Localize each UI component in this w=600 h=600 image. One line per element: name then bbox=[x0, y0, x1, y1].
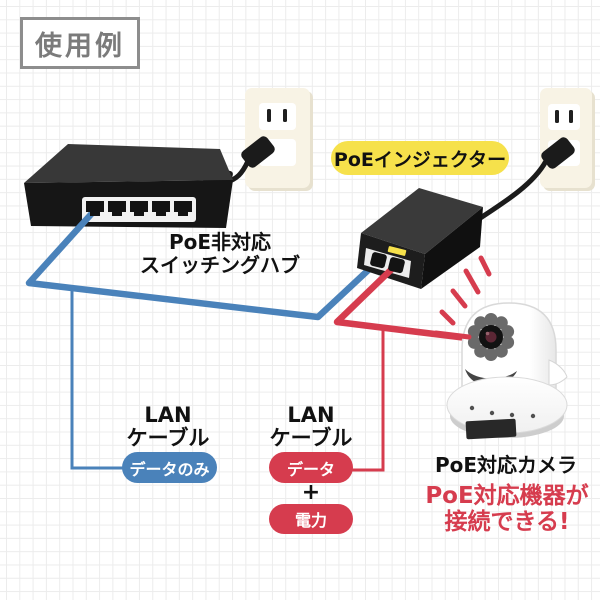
power-badge: 電力 bbox=[269, 504, 353, 534]
leader-line-red bbox=[352, 328, 385, 472]
outlet-slot-icon bbox=[569, 110, 573, 123]
data-only-badge-text: データのみ bbox=[129, 459, 210, 479]
lan-cable-left-line2: ケーブル bbox=[126, 426, 210, 450]
lan-cable-red bbox=[333, 261, 471, 342]
plus-sign: + bbox=[301, 480, 321, 505]
injector-indicator bbox=[387, 246, 407, 256]
network-camera-illustration bbox=[446, 302, 568, 440]
poe-injector-illustration bbox=[357, 188, 483, 289]
camera-base-label bbox=[465, 418, 517, 440]
data-only-badge: データのみ bbox=[122, 452, 217, 483]
camera-note: PoE対応機器が 接続できる! bbox=[402, 483, 600, 535]
lan-cable-blue bbox=[25, 207, 382, 321]
lan-cable-left-label: LAN ケーブル bbox=[118, 404, 218, 450]
switching-hub-illustration bbox=[24, 144, 233, 228]
lan-cable-right-line1: LAN bbox=[287, 403, 335, 427]
hub-label: PoE非対応 スイッチングハブ bbox=[120, 231, 320, 277]
power-outlet-left bbox=[245, 88, 313, 191]
outlet-slot-icon bbox=[555, 110, 559, 123]
lan-cable-left-line1: LAN bbox=[144, 403, 192, 427]
injector-label-badge: PoEインジェクター bbox=[331, 141, 509, 175]
data-badge-text: データ bbox=[286, 459, 335, 479]
power-plug-icon bbox=[241, 136, 275, 168]
camera-note-line1: PoE対応機器が bbox=[425, 483, 589, 509]
hub-rj45-ports bbox=[86, 201, 192, 216]
lan-cable-right-label: LAN ケーブル bbox=[261, 404, 361, 450]
lan-cable-right-line2: ケーブル bbox=[269, 426, 353, 450]
hub-label-line2: スイッチングハブ bbox=[140, 253, 300, 277]
camera-label: PoE対応カメラ bbox=[434, 453, 578, 477]
power-badge-text: 電力 bbox=[294, 511, 327, 530]
hub-label-line1: PoE非対応 bbox=[168, 230, 272, 254]
emphasis-marks-icon bbox=[433, 255, 492, 340]
outlet-slot-icon bbox=[267, 109, 271, 122]
outlet-slot-icon bbox=[283, 109, 287, 122]
injector-label-text: PoEインジェクター bbox=[333, 148, 507, 171]
data-badge: データ bbox=[269, 452, 353, 483]
camera-note-line2: 接続できる! bbox=[444, 509, 570, 535]
power-plug-icon bbox=[541, 137, 575, 169]
camera-ear bbox=[548, 359, 568, 386]
usage-example-title: 使用例 bbox=[20, 17, 140, 69]
camera-lens-icon bbox=[467, 313, 515, 361]
injector-rj45-ports bbox=[370, 252, 405, 274]
usage-example-title-text: 使用例 bbox=[35, 30, 125, 62]
leader-line-blue bbox=[70, 289, 123, 470]
